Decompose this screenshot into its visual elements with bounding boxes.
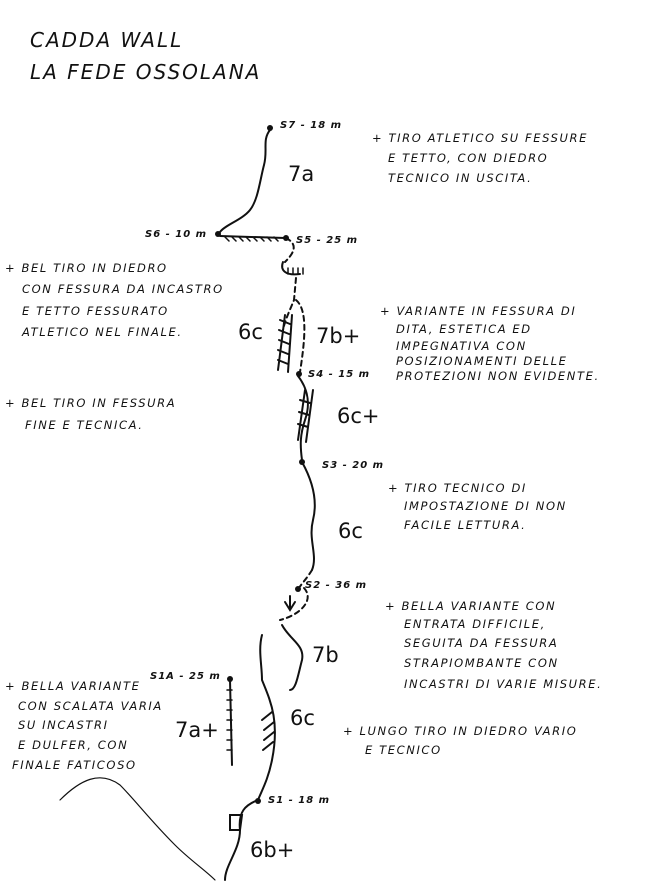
grade-p6-var: 7b+ xyxy=(316,324,361,348)
topo-title: CADDA WALL xyxy=(30,28,184,52)
note-line: SEGUITA DA FESSURA xyxy=(404,636,559,650)
note-line: TECNICO IN USCITA. xyxy=(388,171,533,185)
belay-s3: S3 - 20 m xyxy=(322,460,385,471)
note-line: + TIRO TECNICO DI xyxy=(388,481,527,495)
belay-s1a: S1A - 25 m xyxy=(150,671,221,682)
note-line: DITA, ESTETICA ED xyxy=(396,322,532,336)
note-line: SU INCASTRI xyxy=(18,718,109,732)
note-line: FINE E TECNICA. xyxy=(25,418,144,432)
note-line: + VARIANTE IN FESSURA DI xyxy=(380,304,577,318)
grade-p3-var: 7b xyxy=(312,643,339,667)
note-line: + BEL TIRO IN FESSURA xyxy=(5,396,177,410)
route-line-p6-var xyxy=(295,299,306,373)
note-line: + TIRO ATLETICO SU FESSURE xyxy=(372,131,589,145)
route-line-p3-var xyxy=(281,624,304,691)
route-line-roof xyxy=(281,261,301,276)
crack-p2 xyxy=(261,711,275,751)
grade-p1: 6b+ xyxy=(250,838,295,862)
belay-points xyxy=(215,125,305,804)
belay-s4: S4 - 15 m xyxy=(308,369,371,380)
crack-p1 xyxy=(229,814,244,831)
grade-p7: 7a xyxy=(288,162,315,186)
terrain-line xyxy=(59,777,216,881)
route-line-p3 xyxy=(257,634,276,801)
route-line-dashed-s5 xyxy=(284,237,295,263)
note-line: + BELLA VARIANTE xyxy=(5,679,141,693)
note-line: PROTEZIONI NON EVIDENTE. xyxy=(396,369,600,383)
note-line: E TETTO, CON DIEDRO xyxy=(388,151,549,165)
belay-s5: S5 - 25 m xyxy=(296,235,359,246)
grade-p2: 6c xyxy=(290,706,315,730)
note-line: ENTRATA DIFFICILE, xyxy=(404,617,546,631)
route-line-p2-var xyxy=(229,679,233,766)
note-line: + BELLA VARIANTE CON xyxy=(385,599,557,613)
roof-hatch xyxy=(287,267,304,275)
ledge-s6 xyxy=(224,236,279,242)
belay-s7: S7 - 18 m xyxy=(280,120,343,131)
route-line-p4 xyxy=(301,461,316,571)
route-name: LA FEDE OSSOLANA xyxy=(30,60,262,84)
route-line-p5 xyxy=(297,375,309,461)
note-line: FINALE FATICOSO xyxy=(12,758,137,772)
note-line: + LUNGO TIRO IN DIEDRO VARIO xyxy=(343,724,578,738)
grade-p2-var: 7a+ xyxy=(175,718,219,742)
note-line: IMPOSTAZIONE DI NON xyxy=(404,499,567,513)
route-line-p3 xyxy=(279,587,309,621)
grade-p5: 6c+ xyxy=(337,404,380,428)
belay-s2: S2 - 36 m xyxy=(305,580,368,591)
note-line: CON FESSURA DA INCASTRO xyxy=(22,282,224,296)
note-line: + BEL TIRO IN DIEDRO xyxy=(5,261,168,275)
note-line: E TECNICO xyxy=(365,743,442,757)
note-line: CON SCALATA VARIA xyxy=(18,699,163,713)
note-line: FACILE LETTURA. xyxy=(404,518,527,532)
var-hatch xyxy=(226,689,233,751)
note-line: IMPEGNATIVA CON xyxy=(396,339,527,353)
grade-p6-left: 6c xyxy=(238,320,263,344)
route-line-top xyxy=(219,129,271,233)
note-line: E TETTO FESSURATO xyxy=(22,304,169,318)
note-line: INCASTRI DI VARIE MISURE. xyxy=(404,677,603,691)
belay-s6: S6 - 10 m xyxy=(145,229,208,240)
grade-p4: 6c xyxy=(338,519,363,543)
note-line: STRAPIOMBANTE CON xyxy=(404,656,559,670)
arrow-down xyxy=(284,595,296,612)
crack-p6 xyxy=(277,314,293,373)
belay-s1: S1 - 18 m xyxy=(268,795,331,806)
note-line: ATLETICO NEL FINALE. xyxy=(22,325,183,339)
note-line: E DULFER, CON xyxy=(18,738,129,752)
note-line: POSIZIONAMENTI DELLE xyxy=(396,354,568,368)
crack-p5 xyxy=(297,389,314,443)
